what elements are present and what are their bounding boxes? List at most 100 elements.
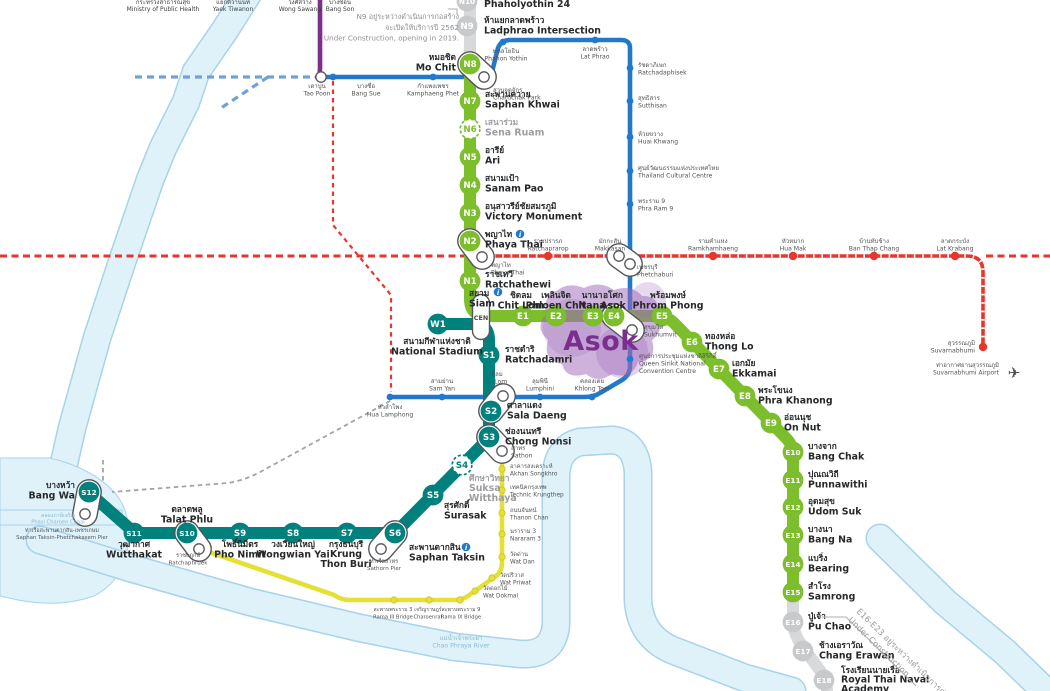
station-Makkasan [613, 250, 625, 262]
station-S9 [229, 522, 251, 544]
station-code: E5 [656, 312, 668, 322]
station-name: พระราม 9 [638, 198, 665, 205]
station-W1 [427, 313, 449, 335]
station-Si Lom [497, 390, 509, 402]
station-E3 [582, 305, 604, 327]
station-N9 [456, 15, 478, 37]
station-name: Krung [330, 549, 362, 560]
station-N1 [459, 270, 481, 292]
station-name: สวนจตุจักร [493, 87, 523, 94]
info-icon [493, 287, 503, 297]
station-code: E11 [785, 476, 800, 485]
station-S10 [176, 522, 198, 544]
station-Lat Phrao [591, 36, 599, 44]
station-name: โรงเรียนนายเรือ [840, 665, 900, 675]
station-name: Chit Lom [498, 301, 545, 312]
station-code: S4 [456, 461, 468, 471]
station-name: บ้านทับช้าง [859, 238, 889, 245]
station-E6 [681, 331, 703, 353]
station-code: N2 [463, 237, 476, 247]
n9-note: จะเปิดให้บริการปี 2562 [385, 23, 459, 32]
station-name: Udom Suk [808, 507, 862, 518]
station-code: S5 [427, 491, 439, 501]
n9-note: Under Construction, opening in 2019. [324, 34, 459, 43]
asok-highlight-blob [540, 284, 661, 379]
station-name: Huai Khwang [638, 138, 678, 145]
station-N2 [459, 230, 481, 252]
station-name: คลองเตย [580, 378, 604, 385]
station-name: อาคารสงเคราะห์ [510, 462, 553, 470]
station-name: Bang Sue [351, 90, 380, 97]
station-name: Technic Krungthep [509, 492, 564, 498]
station-name: บางซื่อ [357, 82, 375, 90]
station-N8 [459, 53, 481, 75]
station-name: สะพานพระราม 9 [442, 607, 481, 613]
station-Phra Ram 9 [626, 200, 634, 208]
station-name: ราชเทวี [485, 269, 513, 279]
station-name: รามคำแหง [698, 238, 727, 245]
sathorn-pier: Sathorn Pier [367, 566, 402, 572]
station-name: ห้วยขวาง [638, 131, 663, 138]
station-E12 [782, 496, 804, 518]
station-name: Witthaya [469, 493, 517, 504]
station-code: S1 [483, 351, 495, 361]
station-Ratchaprarop [543, 251, 553, 261]
siam-label: สยาม [469, 288, 489, 298]
station-name: Suksa [469, 483, 501, 494]
station-N5 [459, 146, 481, 168]
station-name: Wongwian Yai [256, 550, 329, 561]
station-name: Rama IX Bridge [441, 614, 481, 620]
station-name: หัวลำโพง [378, 403, 403, 411]
station-name: อโศก [603, 290, 623, 300]
station-S4 [451, 454, 473, 476]
station-name: Sam Yan [429, 385, 455, 392]
station-S5 [422, 484, 444, 506]
station-pier [375, 543, 387, 555]
station-name: สนามเป้า [485, 173, 519, 183]
station-name: ช่องนนทรี [505, 426, 542, 436]
station-name: วัดด่าน [510, 550, 528, 558]
station-CEN: CEN [474, 314, 488, 322]
station-Phetchaburi [624, 258, 636, 270]
station-name: Thanon Chan [509, 515, 549, 521]
station-name: กำแพงเพชร [417, 83, 449, 90]
station-name: ถนนจันทน์ [510, 506, 537, 514]
station-name: Suvarnabhumi [931, 347, 976, 354]
interchange-capsule [471, 293, 491, 341]
station-name: ตลาดพลู [171, 504, 202, 515]
station-Suvarnabhumi [978, 342, 988, 352]
station-name: สะพานตากสิน [409, 542, 461, 552]
station-name: Ari [485, 156, 500, 167]
station-name: นราราม 3 [510, 528, 536, 535]
station-Ramkhamhaeng [708, 251, 718, 261]
station-Bang Sue [329, 73, 337, 81]
station-S3 [478, 426, 500, 448]
station-E2 [545, 305, 567, 327]
station-name: พร้อมพงษ์ [650, 290, 686, 300]
station-name: Ladphrao Intersection [484, 26, 601, 37]
station-name: เสนาร่วม [485, 117, 518, 127]
station-E5 [651, 305, 673, 327]
station-name: Phaholyothin 24 [484, 0, 571, 10]
station-code: E4 [608, 312, 620, 322]
station-N10 [456, 0, 478, 12]
station-name: Chatuchak Park [493, 94, 541, 101]
station-name: สาทร [511, 445, 526, 452]
station-Sathon [496, 445, 508, 457]
phasi-charoen-canal: คลองภาษีเจริญ [41, 512, 76, 519]
station-code: S7 [341, 529, 353, 539]
station-name: Thailand Cultural Centre [637, 172, 713, 179]
station-name: Kamphaeng Phet [407, 90, 460, 97]
station-E8 [734, 385, 756, 407]
station-code: E2 [550, 312, 562, 322]
station-code: E18 [816, 676, 831, 685]
station-name: อารีย์ [485, 145, 504, 155]
station-S6 [384, 522, 406, 544]
suvarnabhumi-airport: ท่าอากาศยานสุวรรณภูมิ [936, 362, 999, 369]
station-code: S9 [234, 529, 246, 539]
station-S12 [78, 481, 100, 503]
station-name: Mo Chit [416, 63, 457, 74]
station-name: Rama III Bridge [373, 614, 413, 620]
station-name: Ratchadaphisek [638, 69, 687, 76]
